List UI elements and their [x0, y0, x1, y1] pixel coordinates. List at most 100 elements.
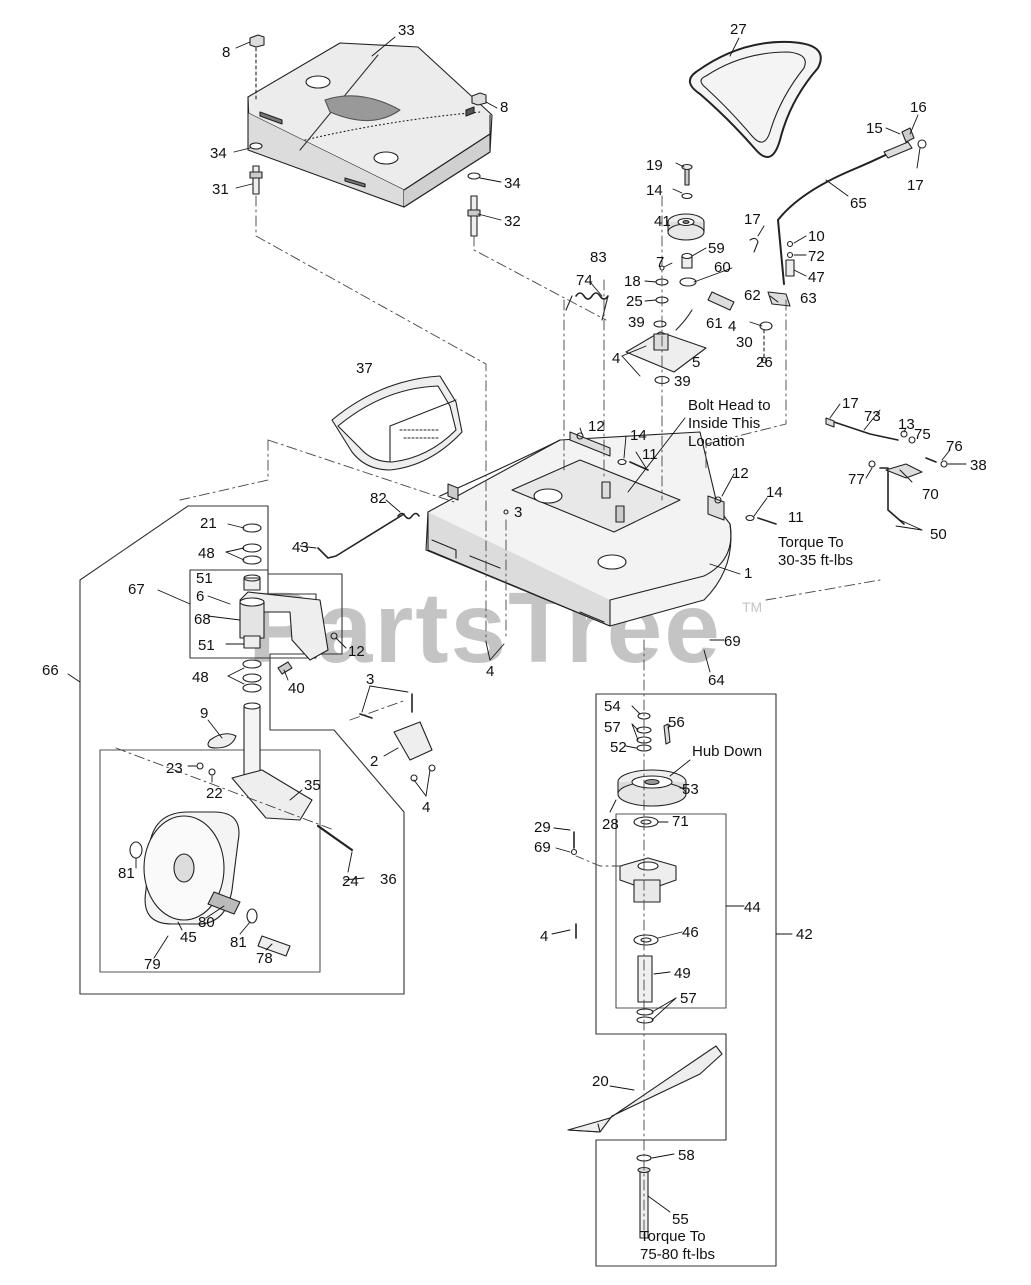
callout-c79: 79 — [144, 956, 161, 973]
callout-c61: 61 — [706, 315, 723, 332]
callout-c73: 73 — [864, 408, 881, 425]
callout-c62: 62 — [744, 287, 761, 304]
spindle-pulley — [617, 769, 687, 807]
callout-c49: 49 — [674, 965, 691, 982]
callout-c59: 59 — [708, 240, 725, 257]
note-line: Torque To — [640, 1228, 706, 1245]
callout-c83: 83 — [590, 249, 607, 266]
callout-c69a: 69 — [724, 633, 741, 650]
leader-lines — [67, 36, 967, 1213]
bracket-part-2 — [359, 693, 436, 782]
deck-hardware — [503, 432, 777, 525]
callout-c2: 2 — [370, 753, 378, 770]
callout-c51a: 51 — [196, 570, 213, 587]
hardware-stack-idler — [681, 163, 693, 269]
note-line: Torque To — [778, 534, 844, 551]
callout-c82: 82 — [370, 490, 387, 507]
callout-c50: 50 — [930, 526, 947, 543]
callout-c44: 44 — [744, 899, 761, 916]
callout-c69b: 69 — [534, 839, 551, 856]
caster-hardware-stack — [239, 523, 338, 693]
callout-c11a: 11 — [642, 446, 658, 463]
note-line: Location — [688, 433, 745, 450]
note-line: 30-35 ft-lbs — [778, 552, 853, 569]
callout-c58: 58 — [678, 1147, 695, 1164]
mower-deck — [425, 431, 732, 627]
callout-c57a: 57 — [604, 719, 621, 736]
callout-c36: 36 — [380, 871, 397, 888]
anti-scalp-roller — [129, 811, 291, 957]
callout-c46: 46 — [682, 924, 699, 941]
callout-c8a: 8 — [222, 44, 230, 61]
drive-belt — [689, 40, 822, 159]
callout-c4e: 4 — [540, 928, 548, 945]
callout-c15: 15 — [866, 120, 883, 137]
callout-c81a: 81 — [118, 865, 135, 882]
callout-c29: 29 — [534, 819, 551, 836]
callout-c66: 66 — [42, 662, 59, 679]
callout-c64: 64 — [708, 672, 725, 689]
callout-c12c: 12 — [348, 643, 365, 660]
callout-c74: 74 — [576, 272, 593, 289]
idler-arm-assembly — [679, 240, 795, 364]
callout-c18: 18 — [624, 273, 641, 290]
alignment-lines — [115, 195, 881, 1241]
note-n_hub: Hub Down — [692, 743, 762, 760]
note-line: 75-80 ft-lbs — [640, 1246, 715, 1263]
callout-c51b: 51 — [198, 637, 215, 654]
callout-c17c: 17 — [842, 395, 859, 412]
callout-c55: 55 — [672, 1211, 689, 1228]
callout-c57b: 57 — [680, 990, 697, 1007]
callout-c3b: 3 — [366, 671, 374, 688]
callout-c72: 72 — [808, 248, 825, 265]
knob-part-8-left — [249, 34, 265, 101]
callout-c76: 76 — [946, 438, 963, 455]
callout-c52: 52 — [610, 739, 627, 756]
callout-c39a: 39 — [628, 314, 645, 331]
callout-c65: 65 — [850, 195, 867, 212]
callout-c17a: 17 — [907, 177, 924, 194]
knob-part-8-right — [471, 92, 487, 106]
callout-c7: 7 — [656, 254, 664, 271]
callout-c12a: 12 — [588, 418, 605, 435]
callout-c40: 40 — [288, 680, 305, 697]
callout-c5: 5 — [692, 354, 700, 371]
height-adjust-lever — [825, 417, 948, 525]
callout-c12b: 12 — [732, 465, 749, 482]
callout-c20: 20 — [592, 1073, 609, 1090]
note-line: Hub Down — [692, 743, 762, 760]
callout-c14b: 14 — [630, 427, 647, 444]
callout-c24: 24 — [342, 873, 359, 890]
idler-pulley — [667, 213, 705, 241]
callout-c22: 22 — [206, 785, 223, 802]
callout-c31: 31 — [212, 181, 229, 198]
callout-c75: 75 — [914, 426, 931, 443]
callout-c42: 42 — [796, 926, 813, 943]
callout-c81b: 81 — [230, 934, 247, 951]
callout-c45: 45 — [180, 929, 197, 946]
callout-c48a: 48 — [198, 545, 215, 562]
callout-c54: 54 — [604, 698, 621, 715]
callout-c11b: 11 — [788, 509, 804, 526]
callout-c70: 70 — [922, 486, 939, 503]
callout-c77: 77 — [848, 471, 865, 488]
callout-c4c: 4 — [486, 663, 494, 680]
callout-c14a: 14 — [646, 182, 663, 199]
callout-c27: 27 — [730, 21, 747, 38]
callout-c34b: 34 — [504, 175, 521, 192]
callout-c19: 19 — [646, 157, 663, 174]
belt-cover — [247, 42, 493, 208]
callout-c16: 16 — [910, 99, 927, 116]
callout-c9: 9 — [200, 705, 208, 722]
callout-c13: 13 — [898, 416, 915, 433]
stud-part-32 — [467, 172, 481, 237]
stud-part-31 — [249, 142, 263, 195]
hitch-rod — [317, 512, 420, 559]
callout-c37: 37 — [356, 360, 373, 377]
callout-c23: 23 — [166, 760, 183, 777]
callout-c71: 71 — [672, 813, 689, 830]
